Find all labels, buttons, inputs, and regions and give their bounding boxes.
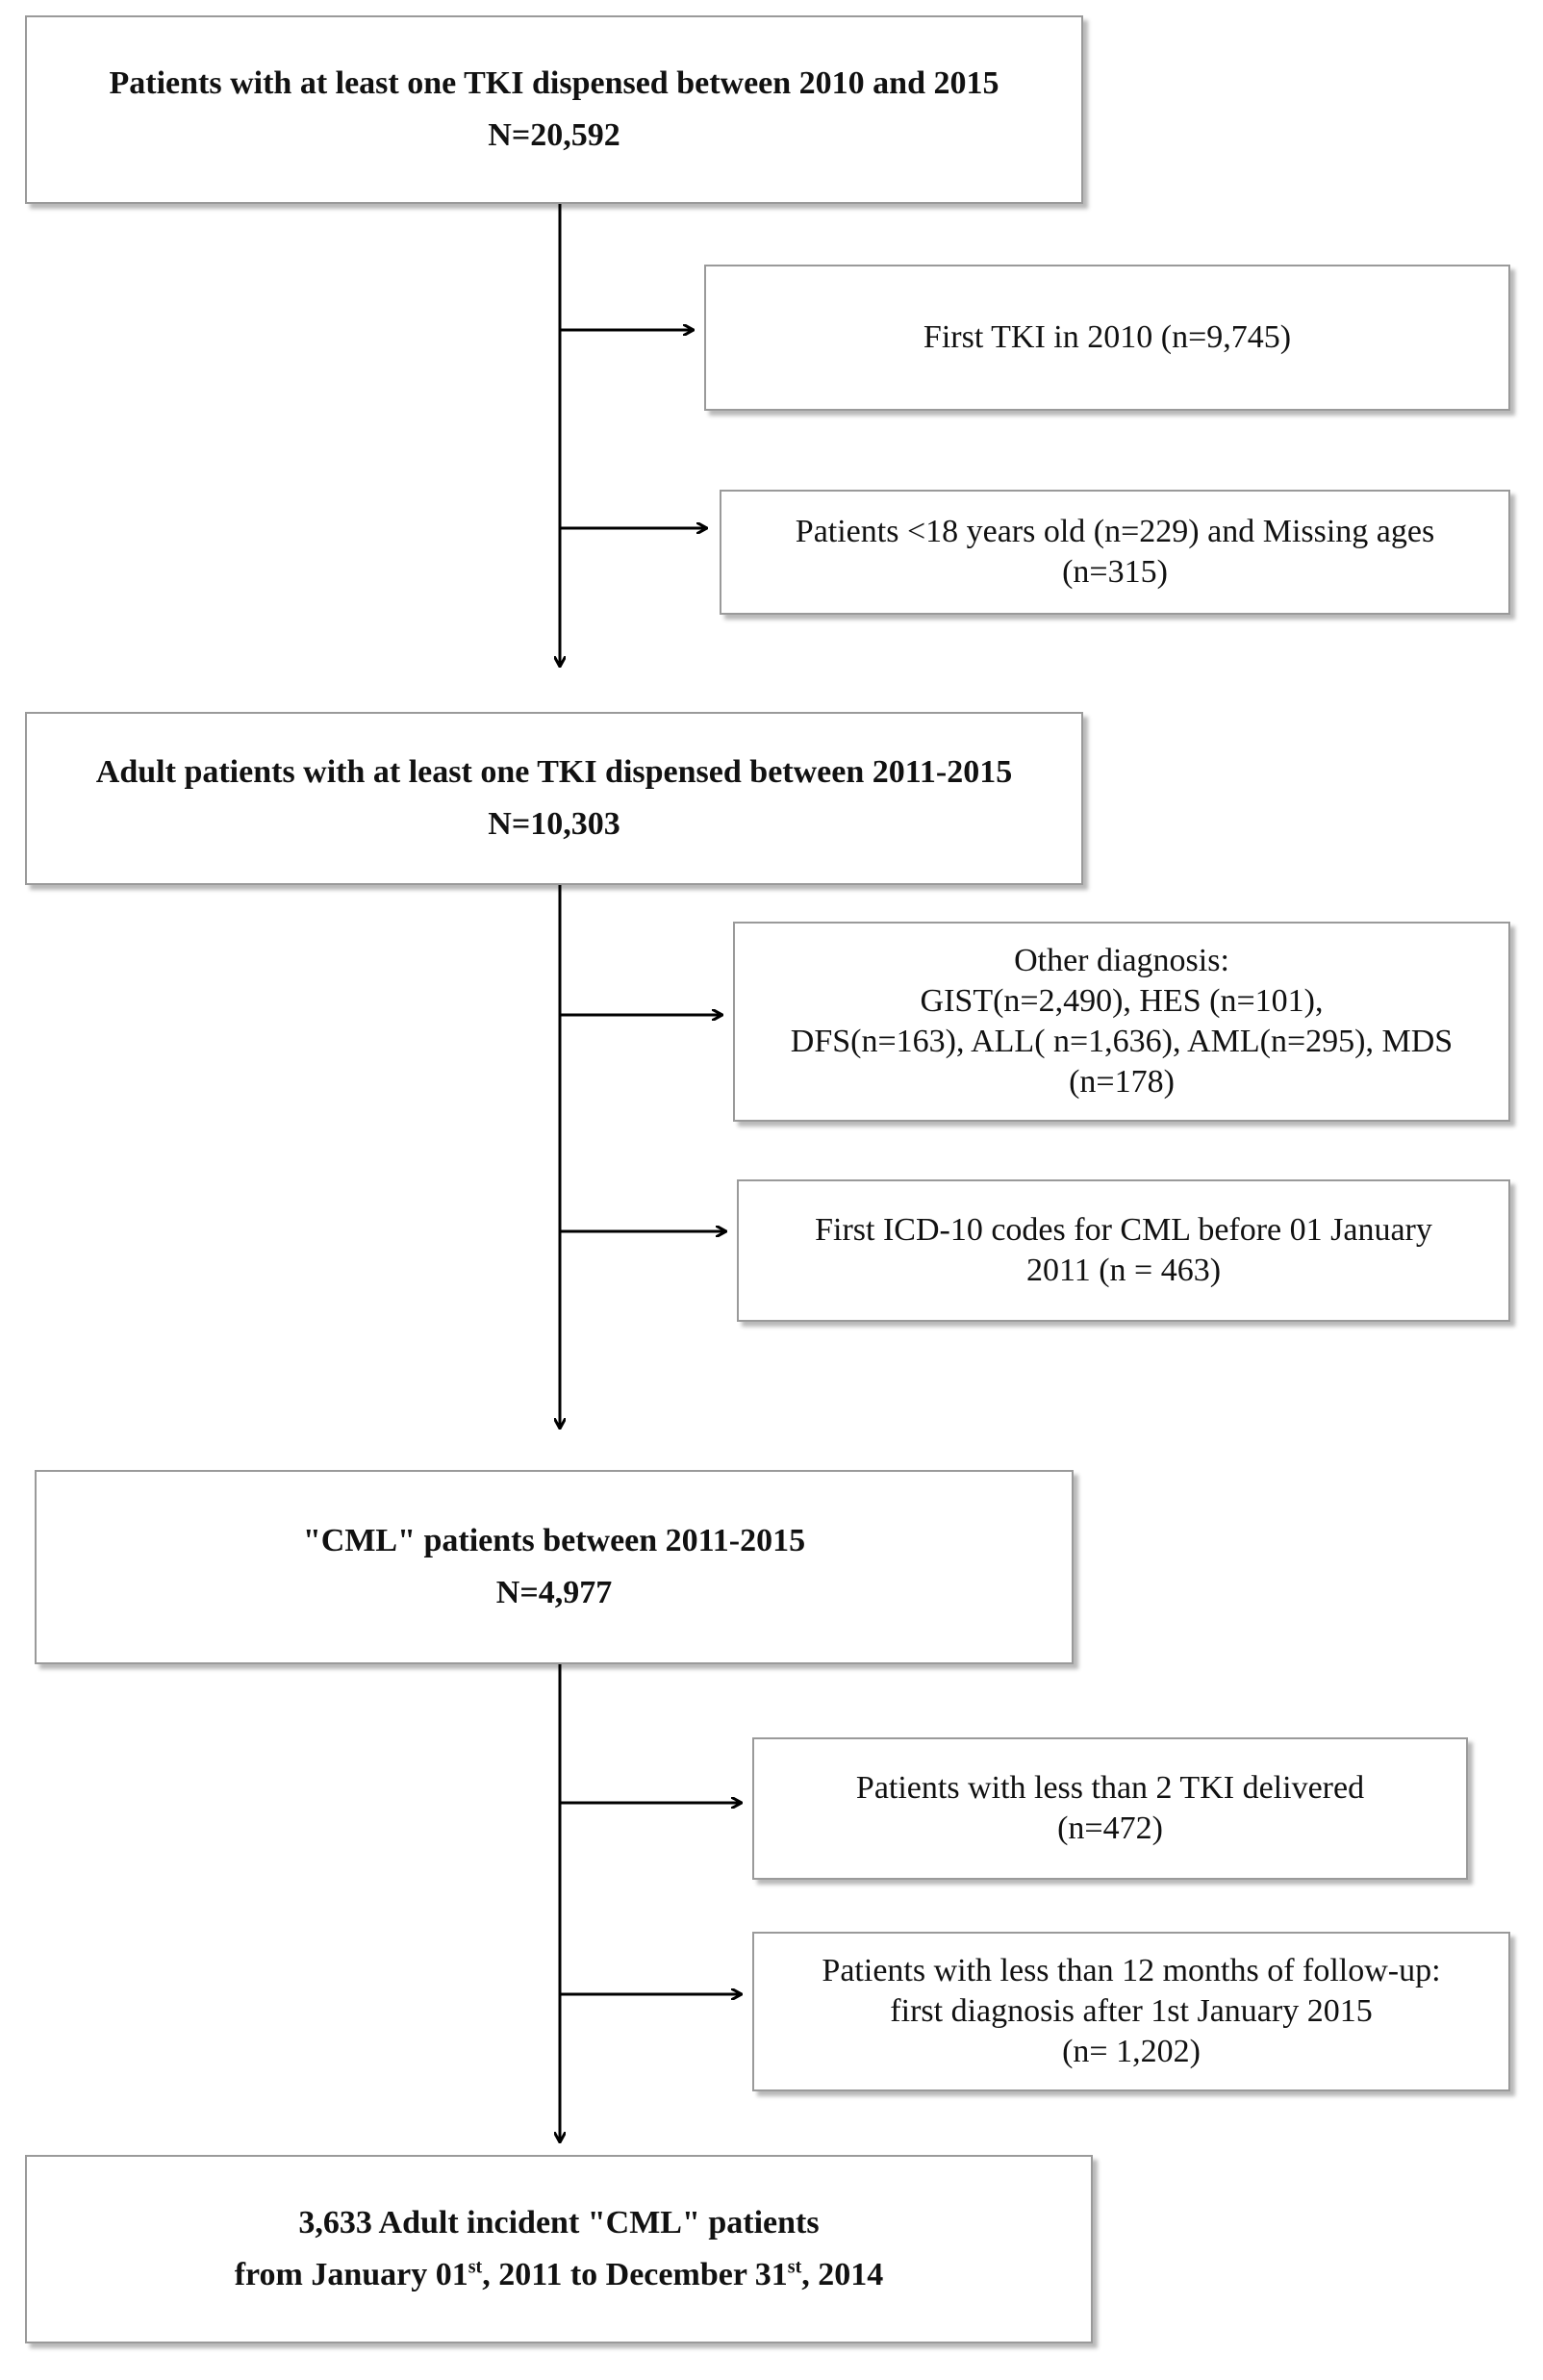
- cml-label: "CML" patients between 2011-2015: [302, 1523, 806, 1558]
- final-date-end: , 2014: [801, 2257, 884, 2292]
- box-exclusion-icd: First ICD-10 codes for CML before 01 Jan…: [737, 1179, 1510, 1322]
- box-exclusion-other-diagnosis: Other diagnosis: GIST(n=2,490), HES (n=1…: [733, 922, 1510, 1122]
- icd-text-2: 2011 (n = 463): [1025, 1253, 1222, 1288]
- followup-text-1: Patients with less than 12 months of fol…: [822, 1953, 1441, 1988]
- icd-text-1: First ICD-10 codes for CML before 01 Jan…: [815, 1212, 1432, 1248]
- final-date-from-ordinal: st: [468, 2256, 483, 2278]
- other-dx-line3: DFS(n=163), ALL( n=1,636), AML(n=295), M…: [790, 1024, 1454, 1059]
- age-text-2: (n=315): [1062, 554, 1168, 590]
- start-count: N=20,592: [488, 117, 620, 153]
- box-exclusion-age: Patients <18 years old (n=229) and Missi…: [720, 490, 1510, 615]
- box-start: Patients with at least one TKI dispensed…: [25, 15, 1083, 204]
- box-exclusion-first-tki: First TKI in 2010 (n=9,745): [704, 265, 1510, 411]
- other-dx-line2: GIST(n=2,490), HES (n=101),: [920, 983, 1324, 1019]
- final-date-to-ordinal: st: [787, 2256, 802, 2278]
- box-final: 3,633 Adult incident "CML" patients from…: [25, 2155, 1093, 2343]
- followup-text-3: (n= 1,202): [1062, 2034, 1201, 2069]
- box-exclusion-followup: Patients with less than 12 months of fol…: [752, 1932, 1510, 2091]
- box-exclusion-tki-count: Patients with less than 2 TKI delivered …: [752, 1737, 1468, 1880]
- final-date-range: from January 01st, 2011 to December 31st…: [235, 2249, 884, 2301]
- final-date-from: from January 01: [234, 2257, 468, 2292]
- cml-count: N=4,977: [495, 1575, 613, 1610]
- other-dx-heading: Other diagnosis:: [1014, 943, 1229, 978]
- age-text-1: Patients <18 years old (n=229) and Missi…: [795, 514, 1435, 549]
- box-cml: "CML" patients between 2011-2015 N=4,977: [35, 1470, 1074, 1664]
- followup-text-2: first diagnosis after 1st January 2015: [890, 1993, 1373, 2029]
- first-tki-text: First TKI in 2010 (n=9,745): [923, 319, 1292, 355]
- adult-count: N=10,303: [488, 806, 620, 842]
- box-adult: Adult patients with at least one TKI dis…: [25, 712, 1083, 885]
- final-date-mid: , 2011 to December 31: [482, 2257, 788, 2292]
- other-dx-line4: (n=178): [1069, 1064, 1175, 1100]
- start-label: Patients with at least one TKI dispensed…: [109, 65, 999, 101]
- tki-count-text-1: Patients with less than 2 TKI delivered: [855, 1770, 1365, 1806]
- tki-count-text-2: (n=472): [1057, 1810, 1163, 1846]
- final-label: 3,633 Adult incident "CML" patients: [298, 2205, 820, 2241]
- adult-label: Adult patients with at least one TKI dis…: [95, 754, 1013, 790]
